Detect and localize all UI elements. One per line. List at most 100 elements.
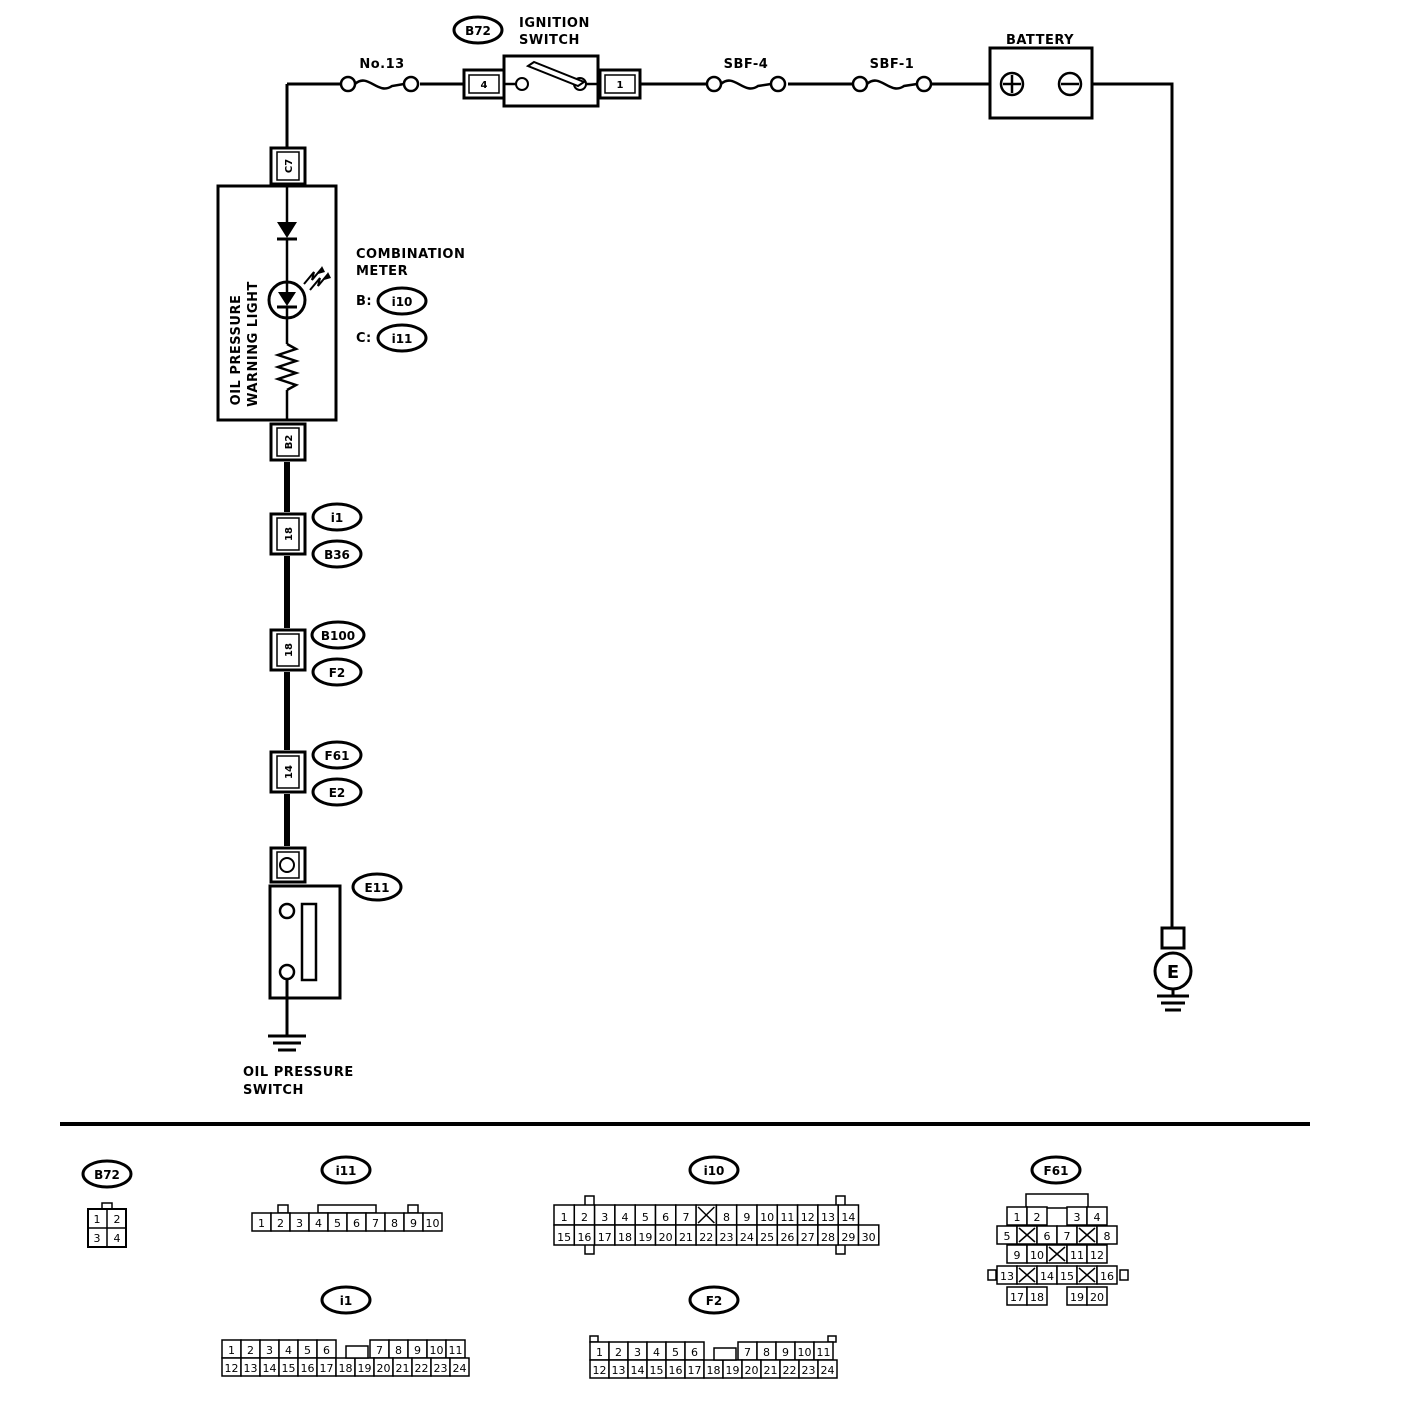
pin-number: 6: [323, 1344, 330, 1357]
pin-number: 9: [410, 1217, 417, 1230]
pinout-f61-title: F61: [1044, 1164, 1069, 1178]
pin-number: 15: [282, 1362, 296, 1375]
ignition-switch: 4 1 B72 IGNITION SWITCH: [452, 15, 642, 108]
pin-number: 17: [688, 1364, 702, 1377]
pin-number: 5: [1004, 1230, 1011, 1243]
pin-number: 24: [453, 1362, 467, 1375]
pin-number: 1: [228, 1344, 235, 1357]
pin-cell: [1096, 1265, 1118, 1285]
pin-number: 13: [821, 1211, 835, 1224]
pin-number: 15: [1060, 1270, 1074, 1283]
connector-b36-badge: B36: [324, 548, 350, 562]
pin-number: 8: [391, 1217, 398, 1230]
battery-label: BATTERY: [1006, 33, 1074, 48]
pinout-i10-title: i10: [704, 1164, 725, 1178]
pin-number: 9: [743, 1211, 750, 1224]
pin-number: 11: [817, 1346, 831, 1359]
pin-number: 26: [780, 1231, 794, 1244]
pin-number: 2: [277, 1217, 284, 1230]
connector-f2-badge: F2: [329, 666, 346, 680]
pin-number: 16: [1100, 1270, 1114, 1283]
ignition-switch-label-1: IGNITION: [519, 16, 590, 31]
pin-number: 16: [301, 1362, 315, 1375]
pin-number: 7: [376, 1344, 383, 1357]
ignition-switch-label-2: SWITCH: [519, 33, 580, 48]
warning-light-label-2: WARNING LIGHT: [246, 281, 261, 407]
pin-number: 3: [634, 1346, 641, 1359]
battery: BATTERY: [988, 33, 1094, 120]
pin-number: 2: [615, 1346, 622, 1359]
wires: [284, 82, 1174, 928]
pin-number: 29: [841, 1231, 855, 1244]
pin-number: 27: [801, 1231, 815, 1244]
fuse-sbf4: SBF-4: [705, 57, 787, 93]
pin-number: 13: [612, 1364, 626, 1377]
pin-number: 21: [679, 1231, 693, 1244]
pin-number: 1: [1014, 1211, 1021, 1224]
pin-number: 5: [304, 1344, 311, 1357]
pin-number: 14: [841, 1211, 855, 1224]
pin-number: 22: [415, 1362, 429, 1375]
pin-number: 16: [669, 1364, 683, 1377]
pin-number: 4: [622, 1211, 629, 1224]
pin-number: 10: [430, 1344, 444, 1357]
meter-c-prefix: C:: [356, 331, 372, 346]
pin-number: 23: [434, 1362, 448, 1375]
pin-number: 6: [662, 1211, 669, 1224]
terminal-14-label: 14: [284, 765, 295, 779]
pin-number: 8: [723, 1211, 730, 1224]
pin-number: 6: [691, 1346, 698, 1359]
pin-number: 22: [783, 1364, 797, 1377]
pinout-i11-title: i11: [336, 1164, 357, 1178]
pin-number: 4: [285, 1344, 292, 1357]
terminal-18b-label: 18: [284, 643, 295, 657]
pin-b72-2: 2: [114, 1213, 121, 1226]
pin-cell: [1086, 1286, 1108, 1306]
oil-pressure-switch-label-2: SWITCH: [243, 1083, 304, 1098]
connector-i1-b36: 18 i1 B36: [269, 502, 363, 569]
pin-number: 17: [320, 1362, 334, 1375]
pin-b72-1: 1: [94, 1213, 101, 1226]
pin-number: 20: [745, 1364, 759, 1377]
pin-number: 14: [263, 1362, 277, 1375]
pin-number: 10: [426, 1217, 440, 1230]
ground-e-label: E: [1167, 962, 1179, 983]
pin-number: 15: [650, 1364, 664, 1377]
connector-i11-badge: i11: [392, 332, 413, 346]
pin-number: 23: [802, 1364, 816, 1377]
pin-cell: [857, 1224, 880, 1246]
pin-number: 11: [780, 1211, 794, 1224]
pin-number: 21: [396, 1362, 410, 1375]
connector-e11-badge: E11: [365, 881, 390, 895]
pin-number: 11: [1070, 1249, 1084, 1262]
pin-number: 21: [764, 1364, 778, 1377]
oil-pressure-switch-label-1: OIL PRESSURE: [243, 1065, 354, 1080]
connector-f61-badge: F61: [325, 749, 350, 763]
connector-b72-badge: B72: [465, 24, 491, 38]
pin-number: 12: [1090, 1249, 1104, 1262]
pin-number: 4: [315, 1217, 322, 1230]
pin-number: 7: [1064, 1230, 1071, 1243]
pinout-b72: B72 1 2 3 4: [81, 1159, 133, 1248]
connector-key-tab: [345, 1345, 369, 1359]
connector-e2-badge: E2: [329, 786, 346, 800]
pin-number: 22: [699, 1231, 713, 1244]
combination-meter-label-1: COMBINATION: [356, 247, 465, 262]
pin-number: 8: [1104, 1230, 1111, 1243]
pin-cell: [1096, 1225, 1118, 1245]
terminal-18a-label: 18: [284, 527, 295, 541]
pin-x-mark: [1018, 1227, 1036, 1243]
pin-number: 16: [577, 1231, 591, 1244]
combination-meter-info: COMBINATION METER B: i10 C: i11: [356, 247, 465, 353]
pin-number: 7: [372, 1217, 379, 1230]
pin-number: 1: [561, 1211, 568, 1224]
pin-number: 18: [1030, 1291, 1044, 1304]
pin-number: 3: [296, 1217, 303, 1230]
combination-meter-label-2: METER: [356, 264, 408, 279]
connector-i10-badge: i10: [392, 295, 413, 309]
pinout-i1-title: i1: [340, 1294, 352, 1308]
pin-number: 10: [1030, 1249, 1044, 1262]
